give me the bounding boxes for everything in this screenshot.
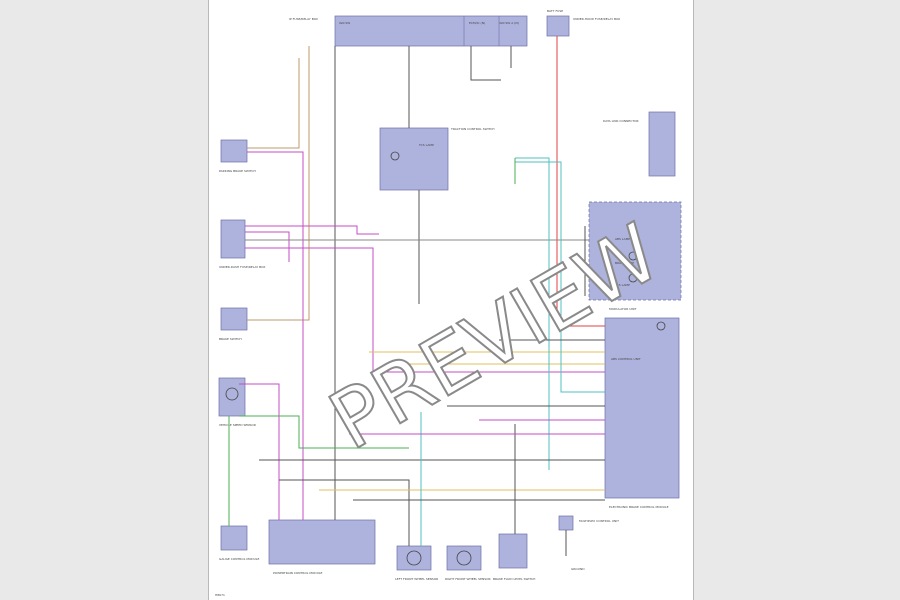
under-hood-label: UNDER-HOOD FUSE/RELAY BOX [573, 17, 620, 21]
batt-fuse-box [546, 15, 570, 37]
ecu-box [604, 317, 680, 499]
rf-sensor-icon [456, 550, 472, 566]
wire [239, 383, 280, 520]
wiring-diagram-sheet: IP FUSE/RELAY BOX IGN SW ECM/IC (N) IGN … [208, 0, 694, 600]
wiring-diagram: IP FUSE/RELAY BOX IGN SW ECM/IC (N) IGN … [215, 9, 682, 597]
brake-switch-box [220, 307, 248, 331]
brake-switch-label: BRAKE SWITCH [219, 337, 242, 341]
wire [245, 225, 379, 235]
multiplex-label: MULTIPLEX CONTROL UNIT [579, 519, 619, 523]
rf-sensor-box [446, 545, 482, 571]
abs-lamp-label: ABS LAMP [615, 237, 630, 241]
lf-sensor-label: LEFT FRONT WHEEL SENSOR [395, 577, 438, 581]
brake-fluid-label: BRAKE FLUID LEVEL SWITCH [493, 577, 535, 581]
sheet-footer: H8671 [215, 593, 225, 597]
tcs-lamp-label: TCS LAMP [418, 143, 434, 147]
pcm-label: POWERTRAIN CONTROL MODULE [273, 571, 323, 575]
ignsw-label: IGN SW [339, 21, 350, 25]
lf-sensor-box [396, 545, 432, 571]
under-dash-label: UNDER-DASH FUSE/RELAY BOX [219, 265, 265, 269]
batt-fuse-label: BATT FUSE [547, 9, 563, 13]
traction-switch-box [379, 127, 449, 191]
modulator-label: MODULATOR UNIT [609, 307, 637, 311]
ecu-lamp-icon [656, 321, 666, 331]
wires [228, 36, 605, 556]
ip-fuse-label: IP FUSE/RELAY BOX [289, 17, 318, 21]
wire [470, 46, 501, 81]
wire [556, 36, 605, 327]
wire [239, 415, 409, 449]
wire [515, 157, 550, 470]
wire [247, 151, 304, 520]
vss-label: VEHICLE SPEED SENSOR [219, 423, 256, 427]
wire [245, 231, 290, 262]
abs-lamp-icon [628, 227, 638, 237]
multiplex-box [558, 515, 574, 531]
brake-fluid-box [498, 533, 528, 569]
ground2-label: GROUND [571, 567, 585, 571]
vss-icon [225, 387, 239, 401]
ecu-box-label: ELECTRONIC BRAKE CONTROL MODULE [609, 505, 669, 509]
under-dash-box [220, 219, 246, 259]
wire [247, 46, 310, 321]
gauge-label: GAUGE CONTROL MODULE [219, 557, 259, 561]
wire [279, 479, 410, 546]
ecm-ic-label: ECM/IC (N) [469, 21, 485, 25]
wire [245, 247, 605, 373]
pcm-box [268, 519, 376, 565]
traction-label: TRACTION CONTROL SWITCH [450, 127, 495, 131]
gauge-box [220, 525, 248, 551]
abs-ecu-label: ABS CONTROL UNIT [611, 357, 641, 361]
brake-lamp-icon [628, 251, 638, 261]
parking-switch-box [220, 139, 248, 163]
ip-fuse-box [334, 15, 528, 47]
wire [247, 58, 300, 149]
rf-sensor-label: RIGHT FRONT WHEEL SENSOR [445, 577, 491, 581]
ign-a-label: IGN SW A (N) [499, 21, 519, 25]
parking-switch-label: PARKING BRAKE SWITCH [219, 169, 256, 173]
lf-sensor-icon [406, 550, 422, 566]
brake-lamp-label: BRAKE LAMP [615, 261, 634, 265]
tcs-lamp-icon [628, 273, 638, 283]
modulator-box [588, 201, 682, 301]
data-link-label: DATA LINK CONNECTOR [603, 119, 639, 123]
wire [515, 161, 605, 393]
data-link-box [648, 111, 676, 177]
tcs-lamp-2-label: TCS LAMP [614, 283, 630, 287]
lamp-icon [390, 151, 400, 161]
